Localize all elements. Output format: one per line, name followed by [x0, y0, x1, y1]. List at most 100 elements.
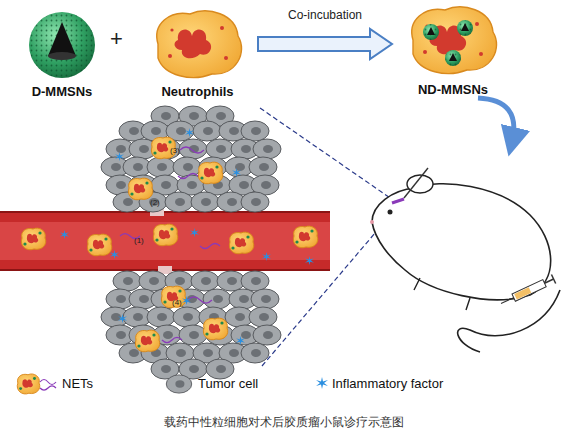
node-shape-part [445, 50, 461, 66]
vessel-contents-part [229, 232, 253, 254]
tumor-cluster-lower-part [251, 289, 279, 309]
tumor-cluster-lower-part [253, 325, 281, 345]
mouse-part [388, 210, 393, 215]
tumor-cluster-upper-part [241, 121, 269, 141]
syringe [499, 274, 556, 308]
vessel-contents-part [153, 224, 177, 246]
vessel-contents-part [21, 228, 45, 250]
node-shape-part [449, 53, 457, 61]
vessel-contents-part [110, 250, 119, 259]
caption: 载药中性粒细胞对术后胶质瘤小鼠诊疗示意图 [0, 414, 567, 431]
tumor-cluster-lower [101, 271, 281, 379]
vessel-contents-part [262, 252, 271, 261]
legend-icons-part [17, 374, 40, 394]
node-shape-part [224, 56, 228, 60]
tumor-cluster-lower-part [139, 271, 167, 291]
legend-icons-part [40, 380, 56, 391]
legend-icons [17, 374, 328, 394]
vessel-contents-part [120, 234, 220, 249]
tumor-cluster-lower-part [203, 318, 227, 340]
tumor-cluster-lower-part [191, 271, 219, 291]
vessel-contents-part [60, 230, 69, 239]
node-shape-part [48, 52, 76, 60]
leader-lines-part [260, 108, 396, 202]
tumor-cluster-upper-part [193, 121, 221, 141]
node-shape-part [29, 12, 95, 78]
blood-vessel [0, 208, 330, 274]
syringe-part [545, 279, 554, 283]
node-shape [148, 6, 248, 82]
node-shape [403, 2, 503, 80]
legend-text: Tumor cell [198, 376, 258, 391]
syringe-part [551, 274, 555, 283]
curved-arrow [478, 98, 514, 142]
node-label: D-MMSNs [32, 84, 93, 99]
node-shape-part [170, 28, 173, 31]
nanoparticle: D-MMSNs [22, 8, 102, 104]
blood-vessel-part [0, 212, 330, 270]
legend-icons-part [316, 377, 328, 389]
node-shape-part [423, 24, 439, 40]
vessel-contents-part [182, 296, 191, 305]
mouse-part [404, 168, 428, 198]
tumor-cluster-upper-part [173, 157, 201, 177]
tumor-cluster-upper-part [249, 157, 277, 177]
vessel-contents-part [185, 128, 194, 137]
tumor-cluster-upper-part [206, 139, 234, 159]
tumor-cluster-lower-part [241, 343, 269, 363]
vessel-contents-part [118, 314, 127, 323]
legend-text: NETs [62, 376, 93, 391]
callout-number: (3) [170, 146, 180, 155]
tumor-cluster-upper-part [253, 139, 281, 159]
node-shape-part [168, 54, 172, 58]
node-shape [24, 8, 100, 82]
node-shape-part [412, 7, 497, 74]
mouse [370, 168, 560, 352]
vessel-contents-part [305, 256, 314, 265]
node-shape-part [461, 23, 469, 31]
tumor-cluster-upper-part [165, 192, 193, 212]
tumor-cluster-upper-part [128, 178, 152, 200]
vessel-contents-part [293, 226, 317, 248]
vessel-contents-part [232, 168, 241, 177]
loaded-neutrophil-cell: ND-MMSNs [398, 2, 508, 102]
mouse-part [392, 199, 404, 203]
tumor-cluster-upper-part [191, 192, 219, 212]
vessel-contents [21, 128, 317, 345]
syringe-part [514, 287, 531, 299]
node-shape-part [457, 20, 473, 36]
tumor-cluster-lower-part [101, 307, 129, 327]
node-shape-part [457, 20, 473, 36]
tumor-cluster-upper-part [147, 157, 175, 177]
blood-vessel-part [0, 211, 330, 213]
tumor-cluster-lower-part [203, 289, 231, 309]
mouse-part [370, 220, 374, 224]
tumor-cluster-lower-part [173, 307, 201, 327]
callout-number: (2) [150, 198, 160, 207]
node-shape-part [48, 22, 76, 56]
mouse-part [414, 278, 470, 310]
vessel-contents-part [236, 336, 245, 345]
vessel-contents-part [190, 228, 199, 237]
syringe-part [501, 298, 514, 304]
callout-number: (4) [172, 298, 182, 307]
node-shape-part [156, 11, 241, 78]
node-shape-part [445, 50, 461, 66]
tumor-cluster-lower-part [135, 330, 159, 352]
tumor-cluster-lower-part [241, 271, 269, 291]
vessel-contents-part [115, 152, 124, 161]
callout-number: (1) [134, 236, 144, 245]
tumor-cluster-lower-part [179, 325, 207, 345]
legend-text: Inflammatory factor [332, 376, 443, 391]
node-shape-part [29, 12, 95, 78]
tumor-cluster-upper-part [198, 162, 222, 184]
node-shape-part [423, 50, 427, 54]
vessel-contents-part [87, 234, 111, 256]
plus-sign: + [110, 26, 123, 52]
node-shape-part [220, 26, 224, 30]
tumor-cluster-lower-part [113, 271, 141, 291]
tumor-cluster-upper-part [179, 139, 207, 159]
neutrophil-cell: Neutrophils [145, 6, 250, 102]
node-shape-part [423, 24, 439, 40]
